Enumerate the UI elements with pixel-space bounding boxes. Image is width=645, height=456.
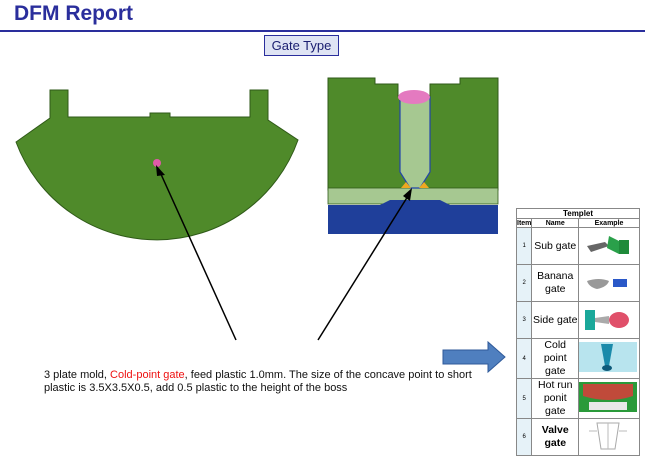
row-name: Valve gate xyxy=(531,418,580,456)
valve-gate-icon xyxy=(578,418,640,456)
row-num: 1 xyxy=(515,227,533,265)
row-num: 4 xyxy=(515,338,533,379)
table-row: 6 Valve gate xyxy=(515,418,640,456)
desc-highlight: Cold-point gate xyxy=(110,369,185,381)
row-name: Sub gate xyxy=(531,227,580,265)
gate-description: 3 plate mold, Cold-point gate, feed plas… xyxy=(44,369,484,395)
row-name: Side gate xyxy=(531,301,580,339)
side-gate-icon xyxy=(578,301,640,339)
desc-suffix: , feed plastic 1.0mm. The size of the co… xyxy=(44,369,472,394)
desc-prefix: 3 plate mold, xyxy=(44,369,111,381)
row-num: 6 xyxy=(515,418,533,456)
row-num: 2 xyxy=(515,264,533,302)
col-example: Example xyxy=(578,218,640,228)
gate-type-label: Gate Type xyxy=(264,35,339,56)
table-row: 1 Sub gate xyxy=(515,227,640,265)
row-num: 3 xyxy=(515,301,533,339)
table-row: 4 Cold point gate xyxy=(515,338,640,379)
section-view xyxy=(327,77,499,234)
gate-point-marker xyxy=(153,159,161,167)
part-render xyxy=(15,89,299,241)
table-row: 3 Side gate xyxy=(515,301,640,339)
table-row: 5 Hot run ponit gate xyxy=(515,378,640,419)
row-name: Banana gate xyxy=(531,264,580,302)
row-name: Cold point gate xyxy=(531,338,580,379)
title-rule xyxy=(0,30,645,32)
block-arrow xyxy=(442,340,506,374)
templet-title: Templet xyxy=(516,208,640,219)
hot-runner-gate-icon xyxy=(578,378,640,419)
sub-gate-icon xyxy=(578,227,640,265)
row-num: 5 xyxy=(515,378,533,419)
col-item: Item xyxy=(515,218,533,228)
row-name: Hot run ponit gate xyxy=(531,378,580,419)
cold-point-gate-icon xyxy=(578,338,640,379)
col-name: Name xyxy=(531,218,580,228)
templet-table: Templet Item Name Example 1 Sub gate 2 B… xyxy=(515,208,640,456)
page-title: DFM Report xyxy=(14,2,133,25)
table-row: 2 Banana gate xyxy=(515,264,640,302)
callout-arrows xyxy=(156,165,412,341)
banana-gate-icon xyxy=(578,264,640,302)
